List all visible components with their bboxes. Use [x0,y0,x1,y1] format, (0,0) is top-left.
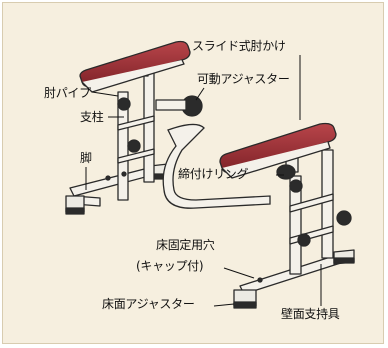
right-knob-lower [297,233,311,247]
right-tightening-ring [276,164,296,180]
label-floor-fix-hole: 床固定用穴 [156,238,215,252]
right-knob-upper [289,179,303,193]
leader-lines [85,55,322,307]
label-floor-adjuster: 床面アジャスター [102,297,195,311]
left-small-knob-lower [127,139,141,153]
connecting-bar [162,123,271,209]
label-support-post: 支柱 [80,110,104,124]
right-post-b [321,149,334,259]
left-post-b [143,69,155,183]
left-unit [65,40,203,215]
left-small-knob-upper [117,97,131,111]
label-movable-adjuster: 可動アジャスター [197,72,290,86]
diagram-background [2,2,384,344]
label-wall-support: 壁面支持具 [281,307,340,321]
label-tightening-ring: 締付けリング [178,167,249,181]
label-slide-armrest: スライド式肘かけ [192,39,286,53]
right-unit [219,122,355,309]
right-knob-middle [336,210,352,226]
label-elbow-pipe: 肘パイプ [44,86,91,100]
label-cap-attached: (キャップ付) [136,259,204,273]
right-post-a [289,175,302,275]
label-leg: 脚 [80,151,92,165]
